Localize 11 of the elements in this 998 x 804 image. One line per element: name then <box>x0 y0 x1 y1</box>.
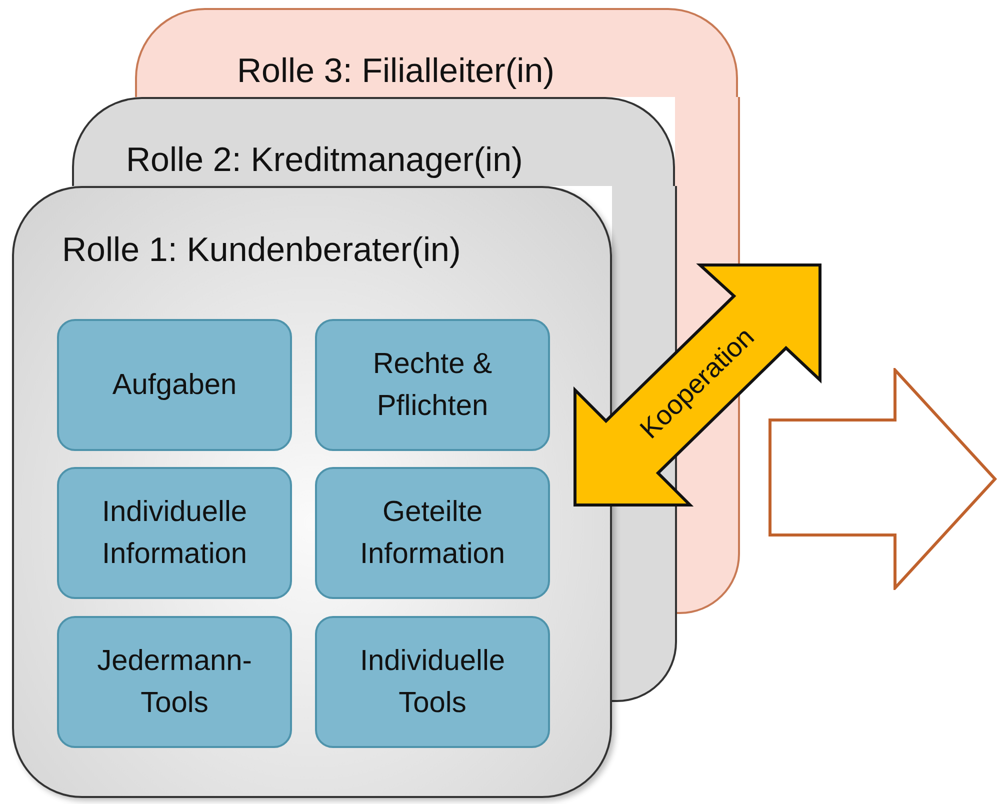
card-title: Rolle 1: Kundenberater(in) <box>62 231 461 270</box>
topic-box: Individuelle Tools <box>315 616 550 748</box>
card-title: Rolle 3: Filialleiter(in) <box>237 52 554 91</box>
topic-box: Individuelle Information <box>57 467 292 599</box>
topic-box: Rechte & Pflichten <box>315 319 550 451</box>
role-card <box>12 186 612 798</box>
card-title: Rolle 2: Kreditmanager(in) <box>126 141 523 180</box>
topic-box: Jedermann-Tools <box>57 616 292 748</box>
topic-box: Geteilte Information <box>315 467 550 599</box>
topic-box: Aufgaben <box>57 319 292 451</box>
double-block-arrow <box>573 263 822 507</box>
